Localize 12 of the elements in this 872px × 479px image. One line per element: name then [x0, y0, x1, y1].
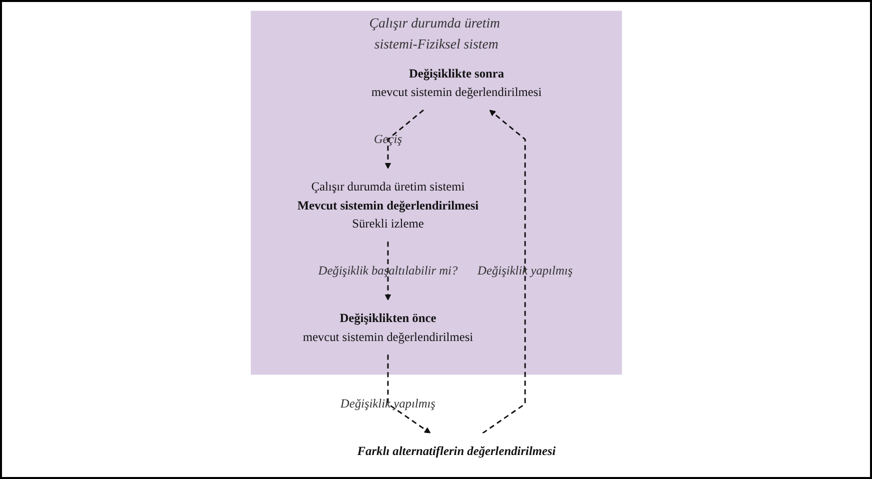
node-text: Farklı alternatiflerin değerlendirilmesi	[356, 444, 556, 458]
edge-label: Geçiş	[373, 132, 402, 146]
arrow	[386, 354, 430, 433]
node-text: Değişiklikte sonra mevcut sistemin değerlendirilmesi	[371, 66, 542, 98]
arrow	[384, 108, 424, 168]
arrow	[384, 241, 391, 300]
arrow	[482, 109, 526, 434]
edge-label: Değişiklik yapılmış	[477, 263, 572, 278]
node-text: Çalışır durumda üretim sistemi Mevcut sistemin değerlendirilmesi Sürekli izleme	[296, 178, 478, 230]
edge-label: Değişiklik başaltılabilir mi?	[318, 263, 458, 278]
node-text: Değişiklikten önce mevcut sistemin değerlendirilmesi	[302, 310, 473, 343]
edge-label: Değişiklik yapılmış	[340, 396, 436, 410]
